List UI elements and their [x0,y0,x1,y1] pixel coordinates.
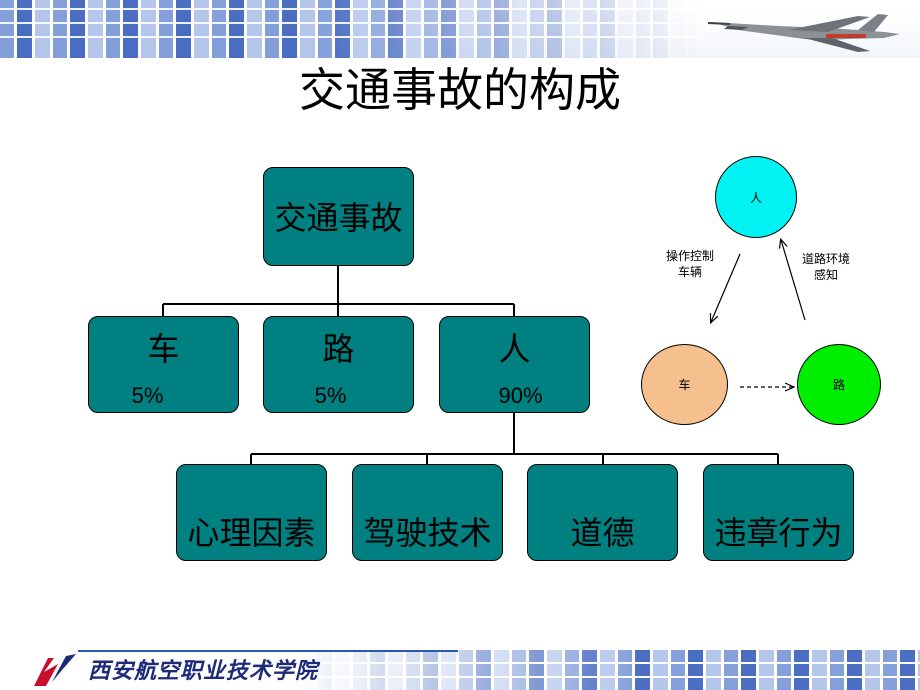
tree-node-person: 人 90% [439,316,590,413]
page-title: 交通事故的构成 [299,63,621,117]
tree-root-label: 交通事故 [274,199,403,237]
tree-node-person-percent: 90% [498,383,543,408]
tree-node-car-label: 车 [147,330,180,368]
edge-label-road-perception-line1: 道路环境 [801,252,850,266]
footer-banner [0,648,920,690]
jet-aircraft-image [708,14,900,52]
tree-root-box: 交通事故 [263,167,414,266]
cycle-node-road-label: 路 [832,378,845,392]
tree-leaf-morality-label: 道德 [570,514,635,552]
header-banner-stripes [0,8,700,50]
school-name: 西安航空职业技术学院 [88,658,319,684]
edge-label-road-perception-line2: 感知 [813,268,838,282]
cycle-node-car: 车 [641,344,728,425]
school-logo-icon [34,654,76,686]
tree-node-road-label: 路 [322,330,355,368]
tree-node-road-percent: 5% [314,383,347,408]
tree-leaf-violation: 违章行为 [703,464,854,561]
edge-label-vehicle-control: 操作控制 车辆 [658,248,722,280]
tree-node-car: 车 5% [88,316,239,413]
tree-node-road: 路 5% [263,316,414,413]
tree-leaf-psychology-label: 心理因素 [187,514,316,552]
cycle-node-car-label: 车 [678,378,691,392]
edge-label-vehicle-control-line1: 操作控制 [665,249,714,263]
cycle-node-road: 路 [797,344,881,425]
footer-banner-stripes [300,648,920,690]
cycle-node-person-label: 人 [749,190,762,205]
tree-leaf-violation-label: 违章行为 [714,514,843,552]
tree-leaf-driving-skill: 驾驶技术 [352,464,503,561]
edge-label-road-perception: 道路环境 感知 [793,251,859,283]
tree-node-person-label: 人 [498,330,531,368]
tree-node-car-percent: 5% [131,383,164,408]
edge-label-vehicle-control-line2: 车辆 [677,265,702,279]
cycle-node-person: 人 [715,156,797,238]
tree-leaf-driving-skill-label: 驾驶技术 [363,514,492,552]
tree-leaf-morality: 道德 [527,464,678,561]
tree-leaf-psychology: 心理因素 [176,464,327,561]
footer-divider [78,650,458,652]
